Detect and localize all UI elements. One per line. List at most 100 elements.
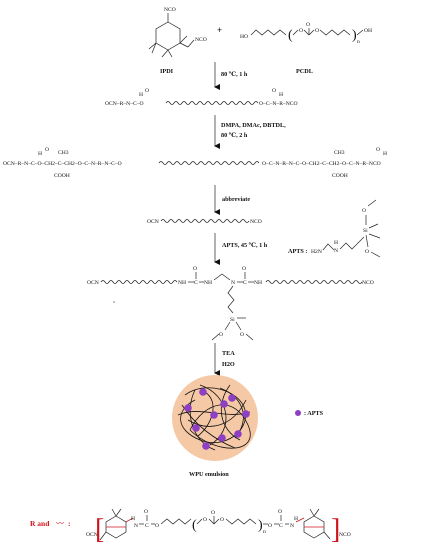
apts-dot — [202, 442, 210, 450]
abbrev-chain — [160, 219, 250, 223]
definition-ocn: OCN — [86, 532, 98, 538]
ipdi-label: IPDI — [160, 68, 174, 75]
svg-text:O: O — [144, 509, 148, 515]
apts-dot — [210, 411, 218, 419]
definition-bracket-right: ] — [331, 514, 340, 545]
svg-text:O: O — [315, 28, 319, 34]
step-2-condition-2: 80 ℃, 2 h — [221, 132, 248, 139]
apts-dot — [220, 400, 228, 408]
apts-label: APTS : — [288, 248, 307, 255]
pcdl-structure: HO ( O O O ) n OH PCDL — [240, 22, 372, 75]
svg-text:O: O — [299, 28, 303, 34]
step-2-condition: DMPA, DMAc, DBTDL, — [221, 122, 286, 129]
abbrev-nco: NCO — [250, 219, 262, 225]
svg-text:O: O — [365, 249, 369, 255]
pcdl-ho: HO — [240, 34, 248, 40]
silane-chain-right — [265, 280, 363, 284]
svg-text:O: O — [240, 332, 244, 338]
plus-sign: + — [217, 25, 222, 35]
svg-text:O: O — [306, 22, 310, 28]
definition-wave-symbol: 〰 — [56, 519, 64, 528]
svg-text:O: O — [155, 523, 159, 529]
svg-text:Si: Si — [363, 228, 368, 234]
apts-legend-label: : APTS — [304, 410, 324, 417]
svg-text:N: N — [290, 523, 294, 529]
svg-text:H2N: H2N — [311, 249, 322, 255]
svg-text:O: O — [45, 147, 49, 153]
svg-text:O: O — [272, 88, 276, 94]
step-5-condition: TEA — [222, 350, 235, 357]
apts-dot — [199, 388, 207, 396]
extended-right: O–C–N–R–N–C–O–CH2–C–CH2–O–C–N–R–NCO — [262, 161, 381, 167]
prepolymer-chain — [165, 101, 259, 105]
svg-text:H: H — [131, 516, 135, 522]
svg-text:H: H — [38, 151, 42, 157]
abbreviated-prepolymer: OCN NCO — [147, 219, 262, 225]
svg-text::: : — [68, 519, 71, 528]
silane-chain-left — [100, 280, 178, 284]
ipdi-structure: NCO NCO IPDI — [148, 7, 207, 75]
apts-dot — [228, 394, 236, 402]
svg-text:H: H — [139, 92, 143, 98]
apts-legend-dot — [295, 410, 301, 416]
definition-bracket-left: [ — [95, 514, 104, 545]
apts-dot — [242, 410, 250, 418]
pcdl-oh: OH — [364, 28, 372, 34]
svg-text:H: H — [279, 92, 283, 98]
silane-terminated-polymer: OCN NH C O NH N C O NH NCO Si O O — [87, 266, 374, 341]
apts-dot — [234, 430, 242, 438]
abbrev-ocn: OCN — [147, 219, 159, 225]
definition-nco: NCO — [339, 532, 351, 538]
svg-text:O: O — [242, 266, 246, 272]
apts-structure: APTS : H2N H N Si O O — [288, 199, 381, 258]
prepolymer-right-end: O–C–N–R–NCO — [259, 101, 298, 107]
apts-dot — [218, 434, 226, 442]
svg-text:NH: NH — [204, 280, 212, 286]
prepolymer-left-end: OCN–R–N–C–O — [105, 101, 144, 107]
pcdl-bracket-right: ) — [352, 28, 357, 43]
emulsion-label: WPU emulsion — [189, 471, 229, 478]
svg-text:H: H — [294, 516, 298, 522]
apts-dots — [184, 388, 250, 450]
svg-text:H: H — [383, 151, 387, 157]
svg-text:O: O — [278, 509, 282, 515]
wpu-emulsion-particle — [172, 375, 258, 461]
svg-text:COOH: COOH — [54, 173, 70, 179]
svg-text:NH: NH — [254, 280, 262, 286]
step-5-condition-2: H2O — [222, 361, 235, 368]
pcdl-bracket-left: ( — [288, 28, 293, 43]
svg-text:O: O — [193, 266, 197, 272]
extended-chain — [158, 161, 260, 165]
svg-text:C: C — [194, 280, 198, 286]
ipdi-nco-top: NCO — [164, 7, 176, 13]
svg-text:Si: Si — [230, 317, 235, 323]
svg-text:C: C — [279, 523, 283, 529]
r-definition: R and 〰 : OCN [ H N C O O ( O O O ) n O — [30, 508, 351, 545]
svg-text:OCN: OCN — [87, 280, 99, 286]
svg-text:N: N — [231, 280, 235, 286]
extended-left: OCN–R–N–C–O–CH2–C–CH2–O–C–N–R–N–C–O — [3, 161, 122, 167]
svg-text:C: C — [243, 280, 247, 286]
svg-text:O: O — [376, 147, 380, 153]
svg-text:O: O — [219, 332, 223, 338]
step-4-condition: APTS, 45 ℃, 1 h — [222, 242, 268, 249]
apts-dot — [192, 424, 200, 432]
step-1-condition: 80 ℃, 1 h — [221, 71, 248, 78]
svg-text:COOH: COOH — [332, 173, 348, 179]
svg-text:O: O — [203, 517, 207, 523]
svg-text:CH3: CH3 — [58, 150, 69, 156]
svg-text:NCO: NCO — [362, 280, 374, 286]
svg-text:N: N — [134, 523, 138, 529]
svg-text:C: C — [145, 523, 149, 529]
pcdl-n: n — [357, 39, 360, 45]
definition-label: R and — [30, 519, 50, 528]
svg-text:O: O — [211, 510, 215, 516]
svg-text:(: ( — [192, 518, 197, 533]
svg-text:O: O — [220, 517, 224, 523]
extended-prepolymer: OCN–R–N–C–O–CH2–C–CH2–O–C–N–R–N–C–O CH3 … — [3, 147, 387, 179]
svg-text:O: O — [268, 523, 272, 529]
svg-text:O: O — [362, 208, 366, 214]
svg-text:O: O — [145, 88, 149, 94]
pcdl-label: PCDL — [296, 68, 313, 75]
